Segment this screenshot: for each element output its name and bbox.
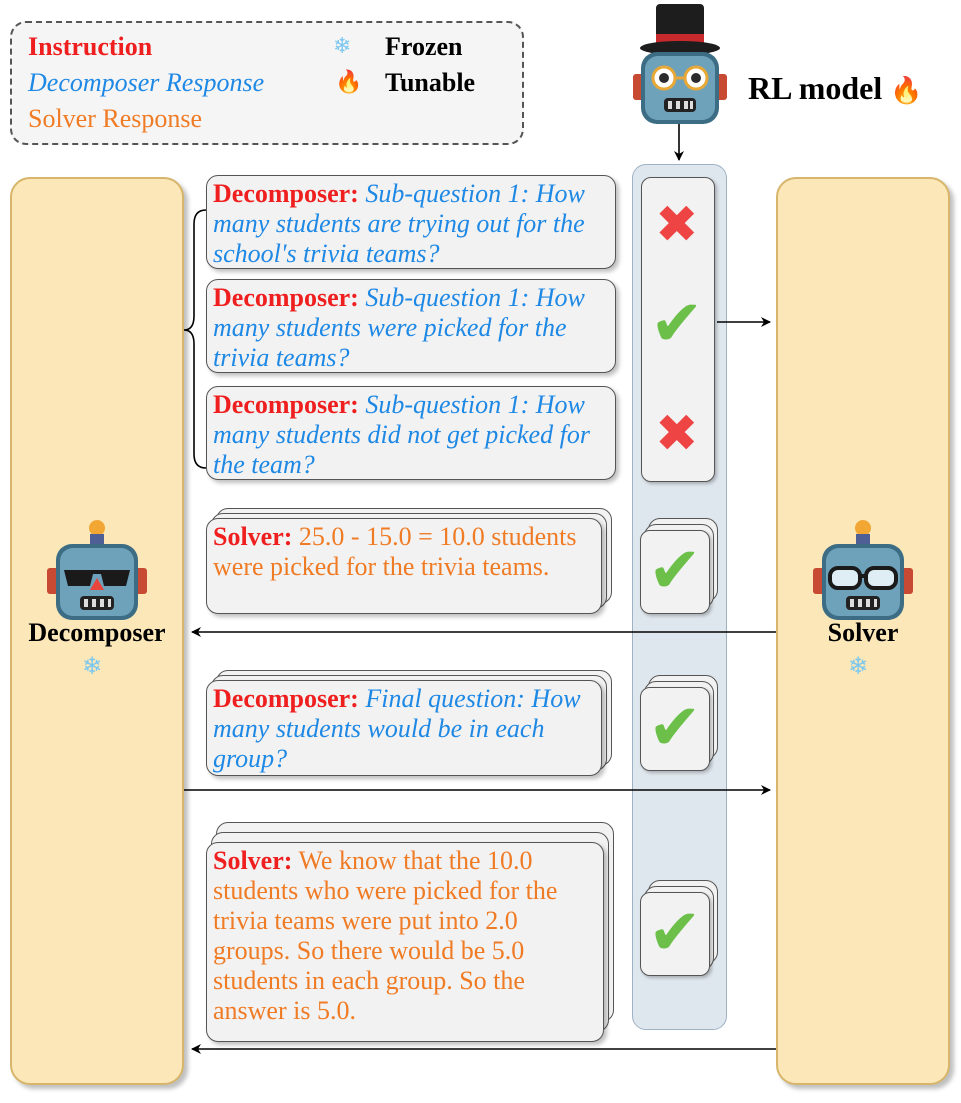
card-text: Sub-question 1: How many students were p…	[213, 283, 585, 372]
check-icon: ✔	[648, 534, 702, 608]
legend-tunable: Tunable	[385, 68, 476, 97]
fire-icon: 🔥	[335, 70, 363, 95]
candidate-card-3: Decomposer: Sub-question 1: How many stu…	[206, 386, 616, 480]
fire-icon: 🔥	[890, 76, 923, 106]
legend-instruction: Instruction	[28, 32, 153, 61]
card-speaker: Decomposer:	[213, 390, 359, 419]
rl-model-label: RL model 🔥	[748, 70, 923, 107]
final-verdict-box: ✔	[640, 687, 710, 771]
rl-model-text: RL model	[748, 70, 883, 106]
candidate-brace	[183, 209, 207, 469]
check-icon: ✔	[648, 691, 702, 765]
check-icon: ✔	[648, 896, 702, 970]
candidate-card-2: Decomposer: Sub-question 1: How many stu…	[206, 279, 616, 373]
snowflake-icon: ❄	[333, 34, 352, 59]
top-hat-robot-icon	[633, 4, 727, 124]
card-text: 25.0 - 15.0 = 10.0 students were picked …	[213, 522, 577, 581]
card-text: Sub-question 1: How many students are tr…	[213, 179, 585, 268]
decomposer-label: Decomposer	[28, 618, 166, 647]
snowflake-icon: ❄	[848, 652, 869, 680]
legend-decomposer-response: Decomposer Response	[28, 68, 265, 97]
card-speaker: Decomposer:	[213, 179, 359, 208]
card-text: We know that the 10.0 students who were …	[213, 846, 558, 1025]
solver2-verdict-box: ✔	[640, 892, 710, 976]
candidate-verdict-box	[641, 177, 715, 482]
decomposer-column	[10, 177, 184, 1085]
legend	[10, 21, 524, 145]
glasses-robot-icon	[813, 520, 913, 620]
check-icon: ✔	[650, 287, 704, 361]
card-text: Sub-question 1: How many students did no…	[213, 390, 590, 479]
cross-icon: ✖	[655, 195, 699, 255]
card-speaker: Solver:	[213, 522, 293, 551]
legend-frozen: Frozen	[385, 32, 463, 61]
cross-icon: ✖	[655, 404, 699, 464]
solver1-verdict-box: ✔	[640, 530, 710, 614]
card-text: Final question: How many students would …	[213, 684, 581, 773]
card-speaker: Decomposer:	[213, 283, 359, 312]
sunglasses-robot-icon	[47, 520, 147, 620]
card-speaker: Decomposer:	[213, 684, 359, 713]
candidate-card-1: Decomposer: Sub-question 1: How many stu…	[206, 175, 616, 269]
snowflake-icon: ❄	[82, 652, 103, 680]
solver-column	[776, 177, 950, 1085]
solver-label: Solver	[827, 618, 899, 647]
legend-solver-response: Solver Response	[28, 104, 203, 133]
final-question-card: Decomposer: Final question: How many stu…	[206, 680, 602, 776]
solver-response-card-1: Solver: 25.0 - 15.0 = 10.0 students were…	[206, 518, 602, 614]
solver-response-card-2: Solver: We know that the 10.0 students w…	[206, 842, 604, 1042]
card-speaker: Solver:	[213, 846, 293, 875]
